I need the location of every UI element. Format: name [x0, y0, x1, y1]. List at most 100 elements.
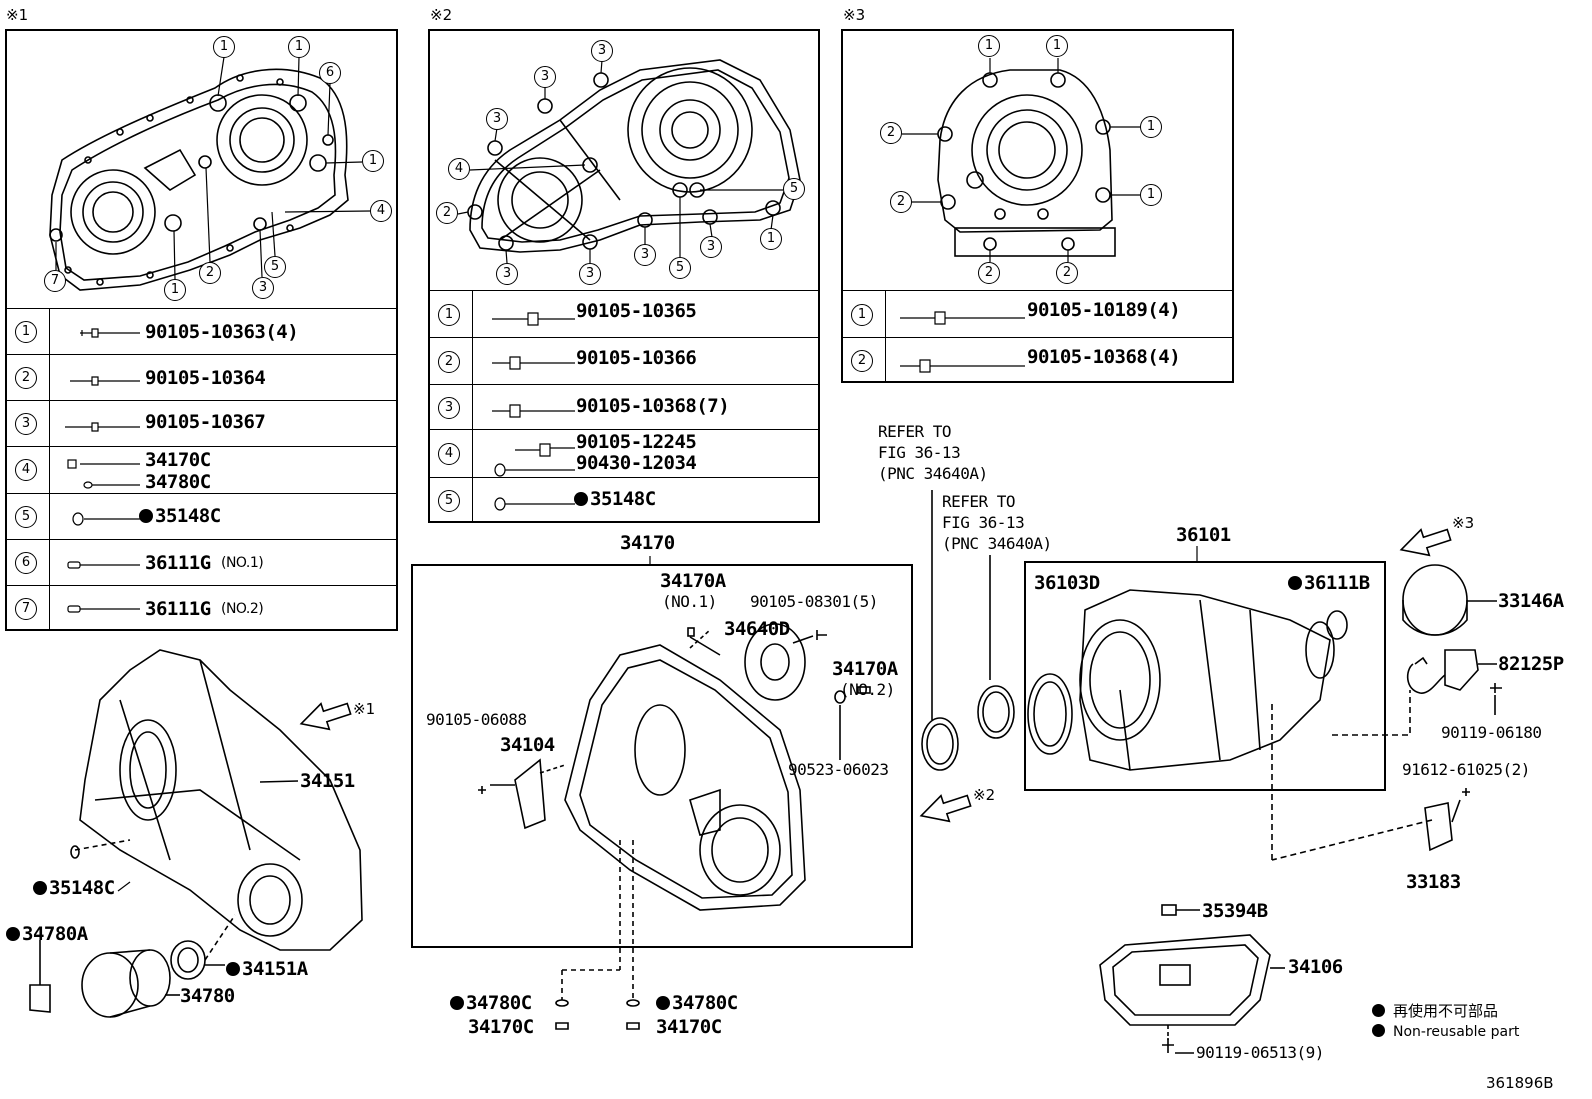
drawing-callout: 1	[164, 279, 186, 301]
table-row: 4 90105-12245 90430-12034	[428, 429, 820, 477]
table-3: 1 90105-10189(4) 2 90105-10368(4)	[841, 290, 1234, 383]
section-arrows	[299, 528, 1452, 823]
cover-34170-drawing	[478, 623, 871, 1030]
right-side-parts	[1271, 564, 1502, 861]
part-label-34170a-no1: 34170A	[660, 570, 726, 592]
part-label-34640d: 34640D	[724, 618, 790, 640]
refer-note-2-line2: FIG 36-13	[942, 513, 1025, 532]
group-34170-box	[411, 564, 913, 948]
part-label-82125p: 82125P	[1498, 653, 1564, 675]
part-number: 34170C	[145, 449, 211, 471]
part-label-34106: 34106	[1288, 956, 1343, 978]
drawing-callout: 3	[634, 244, 656, 266]
section-2-mark: ※2	[430, 6, 453, 24]
refer-note-2-line1: REFER TO	[942, 492, 1016, 511]
callout-number: 5	[15, 506, 37, 528]
nonreusable-dot-icon	[226, 962, 240, 976]
callout-number: 4	[15, 459, 37, 481]
part-number: 90105-10189(4)	[1027, 299, 1181, 321]
drawing-callout: 5	[669, 257, 691, 279]
drawing-callout: 5	[783, 178, 805, 200]
part-number: 90105-10368(4)	[1027, 346, 1181, 368]
nonreusable-dot-icon	[139, 509, 153, 523]
extension-housing-36101-drawing	[1027, 589, 1348, 771]
part-number: 90105-10367	[145, 411, 266, 433]
table-row: 7 36111G (NO.2)	[5, 585, 398, 631]
drawing-callout: 1	[978, 35, 1000, 57]
drawing-callout: 4	[448, 158, 470, 180]
drawing-callout: 6	[319, 62, 341, 84]
part-label-34170c-left: 34170C	[468, 1016, 534, 1038]
section-1-box	[5, 29, 398, 631]
part-number: 90105-10364	[145, 367, 266, 389]
table-bolt-icons	[65, 311, 1025, 613]
part-label-90119-06180: 90119-06180	[1441, 723, 1542, 742]
callout-number: 5	[438, 490, 460, 512]
part-number: 36111G	[145, 598, 211, 620]
part-note: (NO.2)	[221, 601, 264, 617]
part-number-nonreusable: 35148C	[139, 507, 221, 526]
part-label-90105-08301: 90105-08301(5)	[750, 592, 878, 611]
leader-lines	[117, 546, 1198, 892]
drawing-callout: 1	[288, 36, 310, 58]
oil-pan-34106-drawing	[1099, 904, 1285, 1054]
part-label-90105-06088: 90105-06088	[426, 710, 527, 729]
table-1: 1 90105-10363(4) 2 90105-10364 3 90105-1…	[5, 308, 398, 631]
arrow-mark-2: ※2	[973, 786, 996, 804]
table-row: 3 90105-10367	[5, 400, 398, 446]
drawing-callout: 1	[1140, 184, 1162, 206]
table-row: 4 34170C 34780C	[5, 446, 398, 493]
part-label-34170: 34170	[620, 532, 675, 554]
table-row: 1 90105-10363(4)	[5, 308, 398, 354]
part-label-36101: 36101	[1176, 524, 1231, 546]
arrow-mark-3: ※3	[1452, 514, 1475, 532]
legend-jp: 再使用不可部品	[1393, 1002, 1499, 1020]
table-row: 1 90105-10365	[428, 290, 820, 337]
nonreusable-dot-icon	[33, 881, 47, 895]
part-number: 90430-12034	[576, 452, 697, 474]
part-number: 34780C	[145, 471, 211, 493]
callout-number: 4	[438, 443, 460, 465]
section-3-box	[841, 29, 1234, 383]
parts-34780-drawing	[29, 845, 225, 1018]
callout-number: 3	[15, 413, 37, 435]
part-label-35148c: 35148C	[33, 879, 115, 898]
part-label-33146a: 33146A	[1498, 590, 1564, 612]
part-label-35394b: 35394B	[1202, 900, 1268, 922]
callout-number: 2	[438, 351, 460, 373]
refer-note-1-line3: (PNC 34640A)	[878, 464, 988, 483]
drawing-callout: 1	[362, 150, 384, 172]
callout-number: 1	[15, 321, 37, 343]
gasket-rings	[921, 490, 1015, 771]
table-row: 1 90105-10189(4)	[841, 290, 1234, 337]
extension-housing-drawing-s3	[937, 69, 1116, 257]
part-label-34170c-right: 34170C	[656, 1016, 722, 1038]
legend-en: Non-reusable part	[1393, 1024, 1520, 1040]
part-label-34151: 34151	[300, 770, 355, 792]
part-label-91612-61025: 91612-61025(2)	[1402, 760, 1530, 779]
part-number: 90105-10366	[576, 347, 697, 369]
figure-id: 361896B	[1486, 1074, 1554, 1092]
refer-note-1-line1: REFER TO	[878, 422, 952, 441]
drawing-callout: 3	[579, 263, 601, 285]
table-2: 1 90105-10365 2 90105-10366 3 90105-1036…	[428, 290, 820, 523]
group-36101-box	[1024, 561, 1386, 791]
drawing-callout: 1	[213, 36, 235, 58]
part-label-36103d: 36103D	[1034, 572, 1100, 594]
drawing-callout: 7	[44, 270, 66, 292]
table-row: 2 90105-10368(4)	[841, 337, 1234, 383]
drawing-callout: 2	[880, 122, 902, 144]
part-label-34780a: 34780A	[6, 925, 88, 944]
drawing-callout: 3	[534, 66, 556, 88]
nonreusable-dot-icon	[1372, 1004, 1385, 1017]
callout-number: 2	[851, 350, 873, 372]
table-row: 2 90105-10366	[428, 337, 820, 384]
transfer-cover-drawing-s1	[49, 68, 349, 291]
callout-number: 2	[15, 367, 37, 389]
callout-number: 1	[851, 304, 873, 326]
nonreusable-dot-icon	[450, 996, 464, 1010]
part-note-no2: (NO.2)	[840, 680, 895, 699]
section-1-mark: ※1	[6, 6, 29, 24]
arrow-mark-1: ※1	[353, 700, 376, 718]
